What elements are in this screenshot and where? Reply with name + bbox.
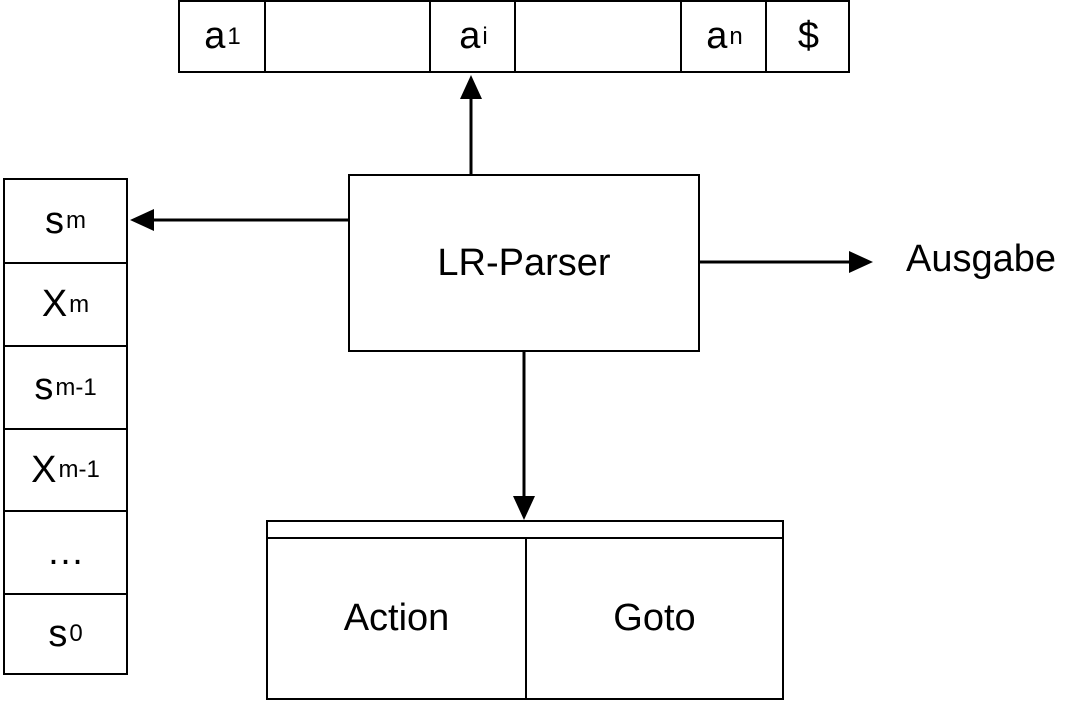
arrow-to-output-head — [849, 251, 873, 273]
lr-parser-box: LR-Parser — [348, 174, 700, 352]
arrow-to-stack-head — [130, 209, 154, 231]
goto-table-label: Goto — [613, 597, 696, 639]
stack-cell-ellipsis: … — [46, 531, 85, 573]
parse-table: Action Goto — [266, 520, 784, 700]
action-table-label: Action — [343, 597, 450, 639]
arrow-to-table-head — [513, 496, 535, 520]
lr-parser-label: LR-Parser — [437, 241, 611, 284]
tape-cell-end-marker: $ — [797, 15, 820, 57]
arrow-to-input-head — [460, 75, 482, 99]
output-label: Ausgabe — [906, 238, 1057, 280]
